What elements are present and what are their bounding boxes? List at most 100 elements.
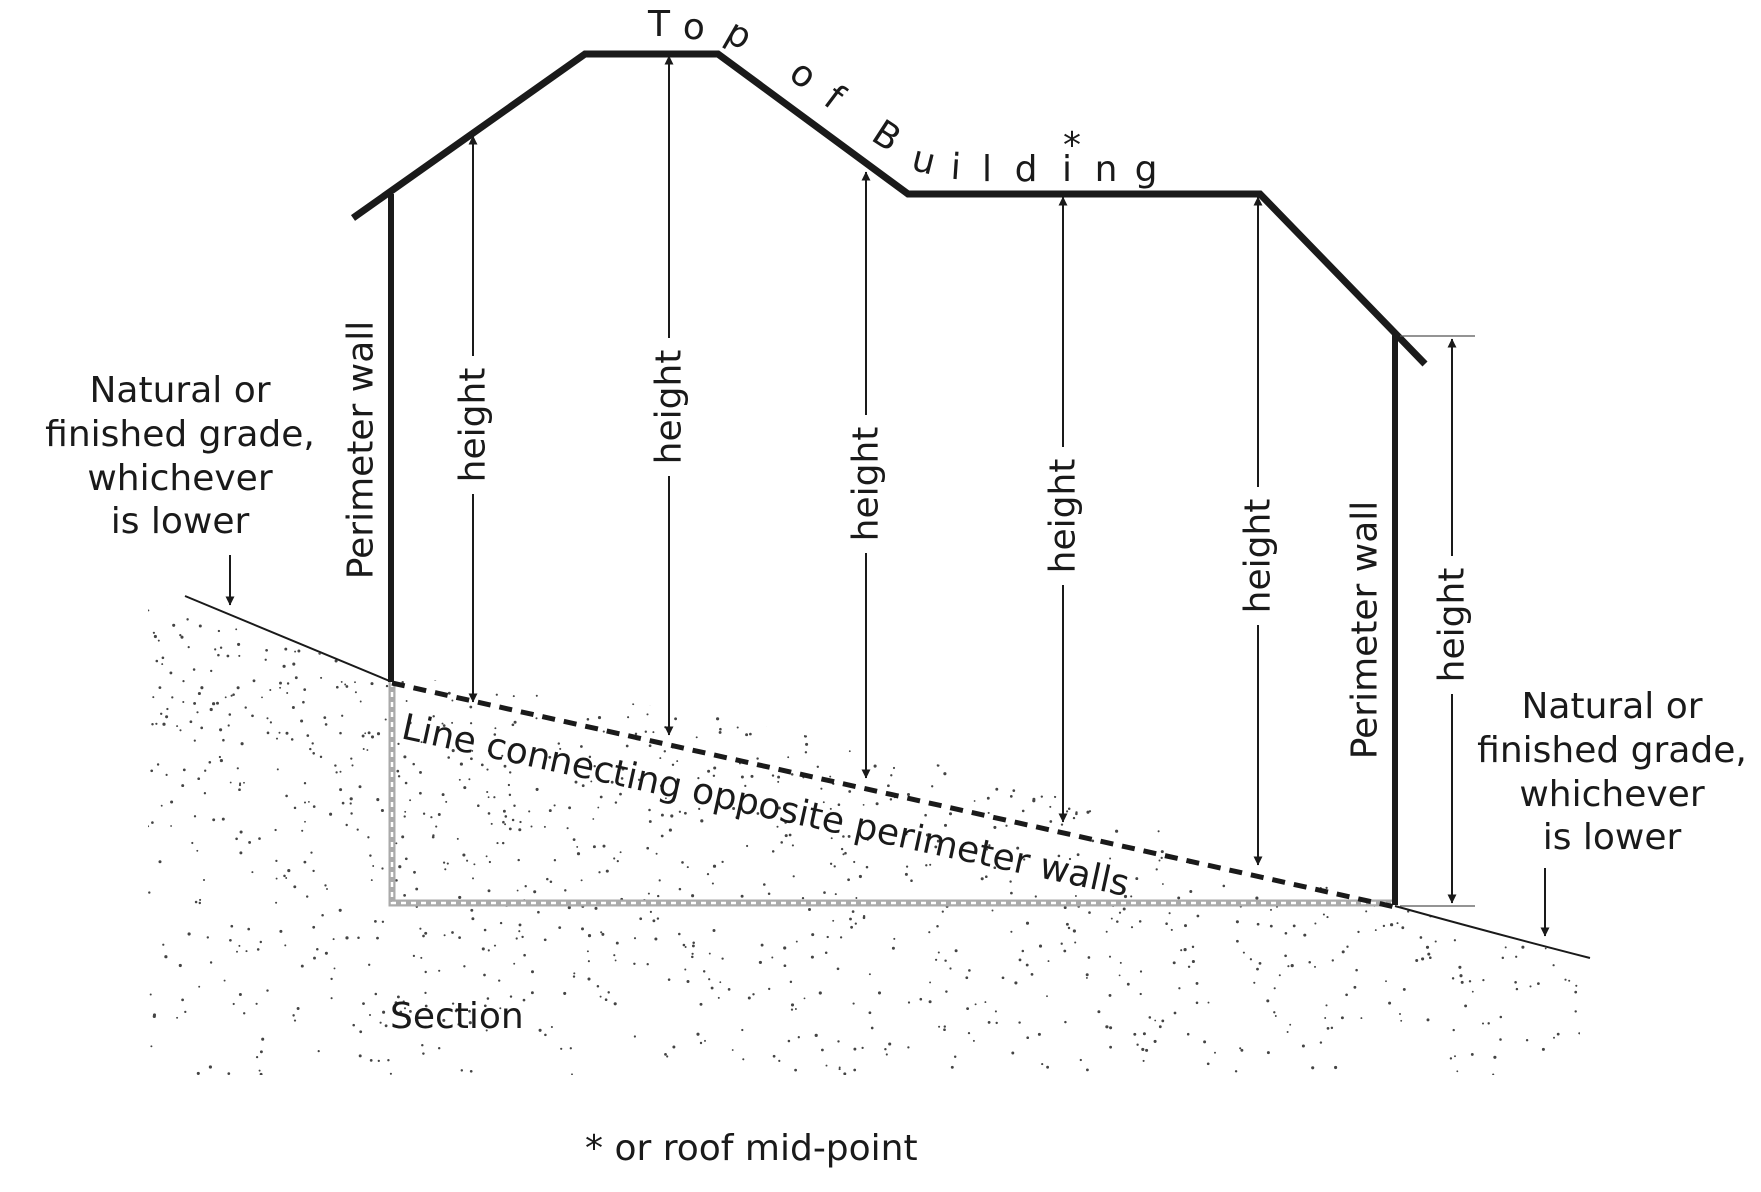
stipple-dot — [1326, 916, 1329, 919]
stipple-dot — [211, 612, 215, 615]
stipple-dot — [758, 677, 761, 680]
stipple-dot — [712, 929, 716, 932]
stipple-dot — [667, 978, 671, 981]
stipple-dot — [469, 705, 473, 709]
stipple-dot — [1057, 701, 1060, 704]
stipple-dot — [322, 608, 326, 611]
stipple-dot — [808, 908, 811, 911]
roof-letter: l — [982, 149, 992, 190]
stipple-dot — [955, 716, 958, 719]
stipple-dot — [1007, 743, 1010, 746]
stipple-dot — [1269, 908, 1273, 911]
stipple-dot — [1432, 744, 1436, 748]
stipple-dot — [179, 633, 182, 637]
stipple-dot — [935, 712, 939, 716]
stipple-dot — [602, 844, 606, 848]
stipple-dot — [1180, 823, 1184, 827]
stipple-dot — [155, 659, 159, 663]
stipple-dot — [1496, 639, 1500, 643]
stipple-dot — [217, 629, 221, 633]
stipple-dot — [767, 892, 771, 896]
stipple-dot — [187, 646, 190, 649]
stipple-dot — [424, 931, 428, 935]
stipple-dot — [1085, 705, 1089, 709]
stipple-dot — [483, 1004, 487, 1008]
stipple-dot — [1382, 924, 1386, 928]
stipple-dot — [1195, 719, 1198, 722]
stipple-dot — [258, 837, 261, 840]
stipple-dot — [994, 1010, 997, 1013]
stipple-dot — [166, 707, 169, 711]
stipple-dot — [199, 898, 202, 901]
stipple-dot — [1130, 895, 1133, 898]
stipple-dot — [1296, 792, 1299, 795]
stipple-dot — [1385, 980, 1387, 983]
stipple-dot — [675, 632, 678, 635]
stipple-dot — [646, 846, 650, 850]
stipple-dot — [493, 944, 497, 947]
stipple-dot — [1358, 877, 1362, 881]
stipple-dot — [230, 610, 234, 614]
stipple-dot — [381, 920, 385, 923]
stipple-dot — [306, 734, 310, 737]
stipple-dot — [335, 771, 338, 774]
stipple-dot — [267, 590, 270, 593]
stipple-dot — [1234, 1070, 1238, 1073]
stipple-dot — [1075, 811, 1078, 814]
stipple-dot — [816, 710, 819, 713]
stipple-dot — [1160, 850, 1164, 854]
roof-letter: g — [1135, 149, 1158, 190]
stipple-dot — [1440, 758, 1444, 761]
stipple-dot — [907, 1001, 911, 1004]
stipple-dot — [523, 953, 526, 957]
stipple-dot — [148, 825, 150, 828]
stipple-dot — [210, 669, 213, 673]
stipple-dot — [855, 897, 858, 899]
stipple-dot — [1503, 591, 1506, 594]
stipple-dot — [1269, 618, 1272, 621]
stipple-dot — [795, 632, 798, 635]
stipple-dot — [1086, 717, 1089, 720]
stipple-dot — [186, 618, 189, 621]
stipple-dot — [477, 804, 480, 807]
stipple-dot — [950, 687, 953, 690]
stipple-dot — [797, 1036, 800, 1039]
stipple-dot — [1123, 783, 1127, 787]
stipple-dot — [462, 853, 466, 857]
stipple-dot — [659, 757, 662, 760]
stipple-dot — [605, 869, 609, 873]
stipple-dot — [816, 765, 819, 768]
stipple-dot — [1206, 1062, 1210, 1066]
foundation-inner-line — [390, 682, 1393, 905]
stipple-dot — [1161, 883, 1164, 885]
stipple-dot — [1037, 1032, 1041, 1036]
stipple-dot — [1142, 1032, 1146, 1036]
stipple-dot — [712, 864, 717, 868]
stipple-dot — [1273, 737, 1276, 740]
stipple-dot — [487, 812, 491, 815]
stipple-dot — [834, 893, 837, 896]
stipple-dot — [504, 815, 508, 818]
stipple-dot — [1313, 620, 1317, 624]
stipple-dot — [1290, 964, 1294, 968]
stipple-dot — [1014, 981, 1018, 985]
stipple-dot — [783, 946, 787, 950]
stipple-dot — [1191, 959, 1195, 964]
stipple-dot — [1454, 1055, 1456, 1058]
stipple-dot — [1040, 646, 1043, 650]
stipple-dot — [1482, 979, 1485, 982]
stipple-dot — [1439, 874, 1442, 876]
stipple-dot — [1126, 720, 1129, 723]
stipple-dot — [223, 979, 226, 982]
stipple-dot — [800, 611, 804, 615]
stipple-dot — [962, 600, 966, 602]
stipple-dot — [587, 934, 592, 938]
stipple-dot — [1322, 913, 1325, 916]
stipple-dot — [487, 796, 490, 799]
stipple-dot — [724, 637, 727, 640]
stipple-dot — [261, 1037, 265, 1041]
stipple-dot — [352, 1023, 355, 1027]
stipple-dot — [401, 835, 405, 839]
stipple-dot — [958, 714, 962, 719]
stipple-dot — [745, 733, 749, 737]
